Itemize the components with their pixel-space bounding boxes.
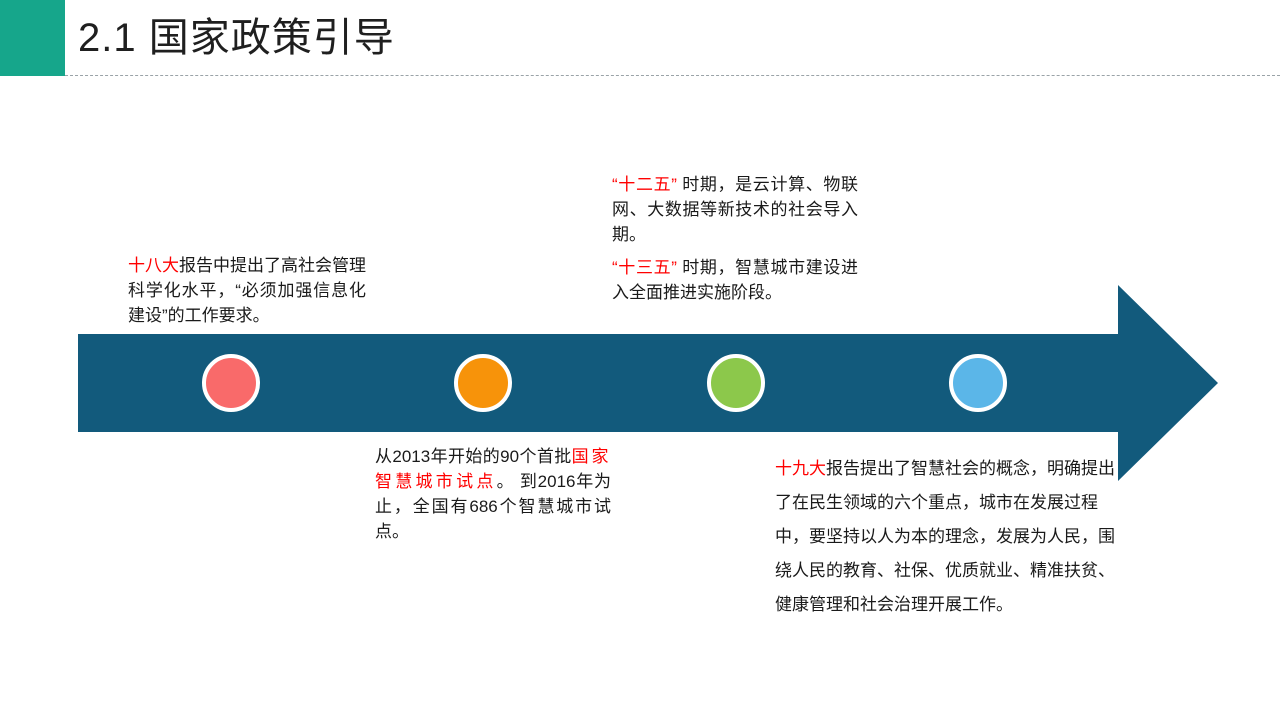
page-title: 2.1 国家政策引导 [78, 16, 395, 60]
callout-5-body: 报告提出了智慧社会的概念，明确提出了在民生领域的六个重点，城市在发展过程中，要坚… [775, 459, 1115, 614]
milestone-dot-1[interactable] [202, 354, 260, 412]
header-accent-block [0, 0, 65, 76]
callout-text-4: “十三五” 时期，智慧城市建设进入全面推进实施阶段。 [612, 255, 858, 305]
milestone-dot-2[interactable] [454, 354, 512, 412]
callout-2-highlight: 国家智慧城市试点 [375, 447, 611, 491]
callout-3-highlight: “十二五” [612, 175, 677, 194]
callout-1-highlight: 十八大 [128, 256, 179, 275]
header-divider [65, 75, 1280, 76]
slide-header: 2.1 国家政策引导 [0, 0, 1280, 76]
milestone-dot-4[interactable] [949, 354, 1007, 412]
callout-text-1: 十八大报告中提出了高社会管理科学化水平，“必须加强信息化建设”的工作要求。 [128, 253, 366, 328]
callout-5-highlight: 十九大 [775, 459, 826, 478]
callout-text-3: “十二五” 时期，是云计算、物联网、大数据等新技术的社会导入期。 [612, 172, 858, 247]
callout-4-highlight: “十三五” [612, 258, 677, 277]
callout-text-5: 十九大报告提出了智慧社会的概念，明确提出了在民生领域的六个重点，城市在发展过程中… [775, 452, 1115, 622]
callout-1-body: 报告中提出了高社会管理科学化水平，“必须加强信息化建设”的工作要求。 [128, 256, 366, 325]
timeline-arrow [78, 285, 1218, 481]
callout-2-lead: 从2013年开始的90个首批 [375, 447, 572, 466]
callout-4-body: 时期，智慧城市建设进入全面推进实施阶段。 [612, 258, 858, 302]
callout-text-2: 从2013年开始的90个首批国家智慧城市试点。 到2016年为止，全国有686个… [375, 444, 611, 544]
callout-2-body: 。 到2016年为止，全国有686个智慧城市试点。 [375, 472, 612, 541]
arrow-shape [78, 285, 1218, 481]
callout-3-body: 时期，是云计算、物联网、大数据等新技术的社会导入期。 [612, 175, 858, 244]
milestone-dot-3[interactable] [707, 354, 765, 412]
